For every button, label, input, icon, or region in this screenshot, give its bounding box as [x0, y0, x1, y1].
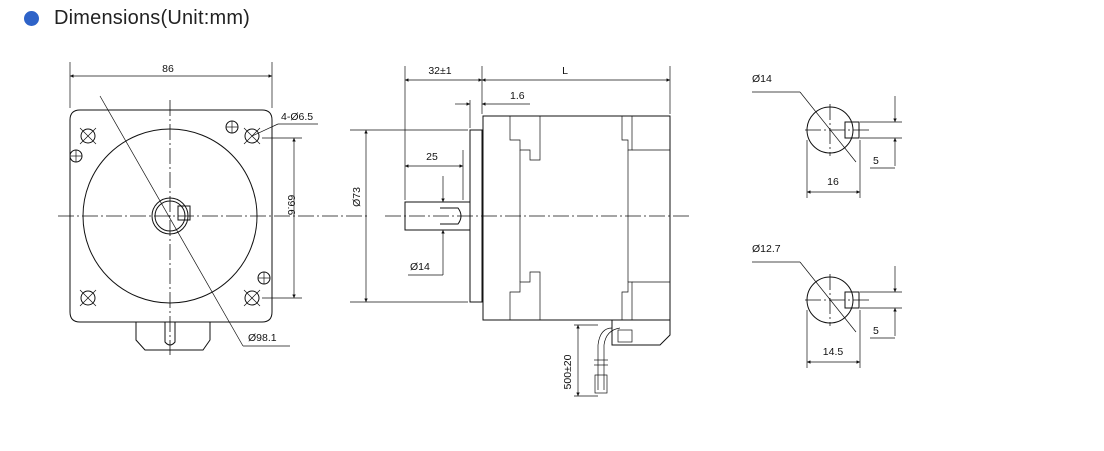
shaft: [404, 201, 471, 231]
motor-body-outline: [69, 109, 273, 323]
section-title: Dimensions(Unit:mm): [54, 6, 251, 29]
dim-shaft-diameter: Ø14: [410, 261, 430, 273]
dim-lead-length: 500±20: [562, 354, 574, 389]
dim-shaft-extension: 32±1: [428, 65, 451, 77]
dim-flange-thickness: 1.6: [510, 90, 525, 102]
dim-circle-diameter: Ø98.1: [248, 332, 277, 344]
dim-body-length: L: [562, 65, 568, 77]
side-body: [482, 115, 671, 321]
dim-pilot-diameter: Ø73: [351, 187, 363, 207]
motor-circle: [82, 128, 258, 304]
detail2-diameter: Ø12.7: [752, 243, 781, 255]
dim-hole-spacing: 69.6: [285, 195, 297, 216]
detail2-flat-depth: 5: [873, 325, 879, 337]
section-heading: Dimensions(Unit:mm): [24, 4, 250, 32]
dim-width: 86: [162, 63, 174, 75]
side-view: 32±1 L 1.6 25 Ø73 Ø14 500±20: [350, 65, 690, 397]
detail1-diameter: Ø14: [752, 73, 772, 85]
cable-gland: [611, 320, 671, 346]
shaft-detail-2: Ø12.7 5 14.5: [752, 243, 902, 368]
cable-exit: [135, 322, 211, 351]
front-view: 86 4-Ø6.5 69.6 Ø98.1: [58, 62, 370, 355]
bullet-icon: [24, 10, 39, 26]
detail2-width: 14.5: [823, 346, 844, 358]
shaft-detail-1: Ø14 5 16: [752, 73, 902, 198]
detail1-flat-depth: 5: [873, 155, 879, 167]
dim-hole-spec: 4-Ø6.5: [281, 111, 313, 123]
detail1-width: 16: [827, 176, 839, 188]
dim-shaft-flat: 25: [426, 151, 438, 163]
